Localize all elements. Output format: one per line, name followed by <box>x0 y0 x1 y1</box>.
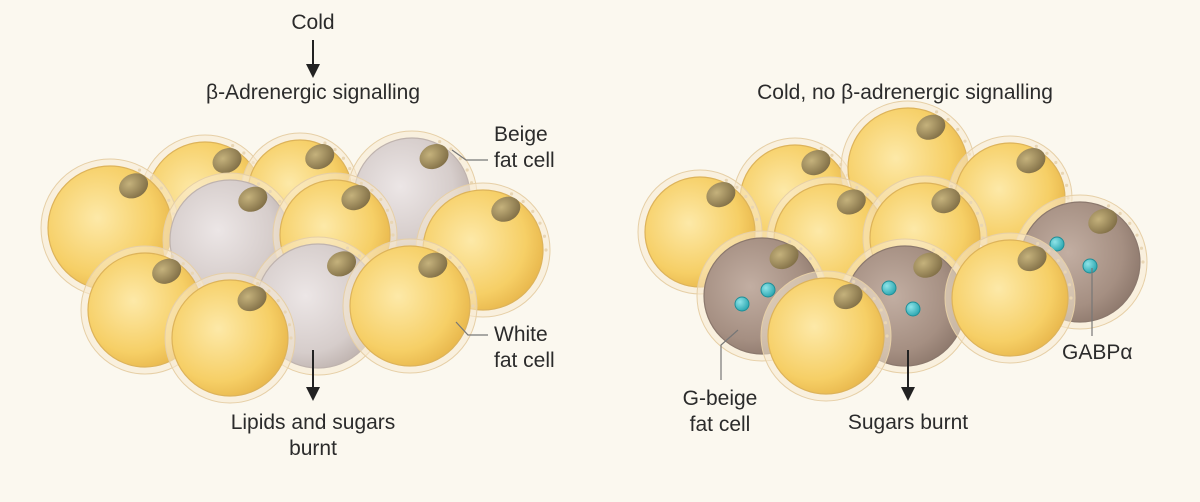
gbeige-leader-line <box>720 329 739 380</box>
nucleus <box>341 185 371 211</box>
g-beige-fat-cell-label: G-beige fat cell <box>682 387 758 436</box>
nucleus <box>1017 245 1047 272</box>
mitochondrion <box>881 280 897 296</box>
nucleus <box>836 189 866 215</box>
nucleus <box>1016 148 1046 174</box>
gabp-alpha-label: GABPα <box>1062 341 1133 364</box>
mitochondrion <box>1082 258 1098 274</box>
mitochondrion <box>734 296 750 312</box>
mitochondrion <box>1049 236 1065 252</box>
beige-leader-line <box>451 149 488 161</box>
white-fat-cell <box>164 272 296 404</box>
nucleus <box>491 196 521 222</box>
nucleus <box>706 182 736 208</box>
right-cell-cluster <box>637 100 1148 402</box>
cold-label: Cold <box>291 11 335 34</box>
nucleus <box>238 186 268 212</box>
beige-fat-cell-label: Beige fat cell <box>494 123 555 172</box>
white-fat-cell <box>944 232 1076 364</box>
white-fat-cell-label: White fat cell <box>494 323 555 372</box>
nucleus <box>801 150 831 176</box>
nucleus <box>419 143 449 170</box>
nucleus <box>212 147 242 174</box>
nucleus <box>305 144 335 170</box>
mitochondrion <box>905 301 921 317</box>
nucleus <box>913 252 943 278</box>
nucleus <box>931 188 961 214</box>
nucleus <box>152 258 182 284</box>
nucleus <box>833 283 863 310</box>
nucleus <box>916 114 946 140</box>
white-leader-line <box>455 321 488 336</box>
beta-adrenergic-label: β-Adrenergic signalling <box>205 81 421 104</box>
left-cell-cluster <box>40 130 551 404</box>
mitochondrion <box>760 282 776 298</box>
white-fat-cell <box>80 245 210 375</box>
nucleus <box>418 252 448 278</box>
nucleus <box>119 173 149 199</box>
nucleus <box>769 243 799 270</box>
nucleus <box>1088 208 1118 234</box>
white-fat-cell <box>342 238 478 374</box>
nucleus <box>237 285 267 312</box>
white-fat-cell <box>760 270 892 402</box>
sugars-burnt-label: Sugars burnt <box>847 411 969 434</box>
no-beta-adrenergic-label: Cold, no β-adrenergic signalling <box>757 81 1053 104</box>
nucleus <box>327 251 357 277</box>
lipids-sugars-burnt-label: Lipids and sugars burnt <box>230 411 396 460</box>
